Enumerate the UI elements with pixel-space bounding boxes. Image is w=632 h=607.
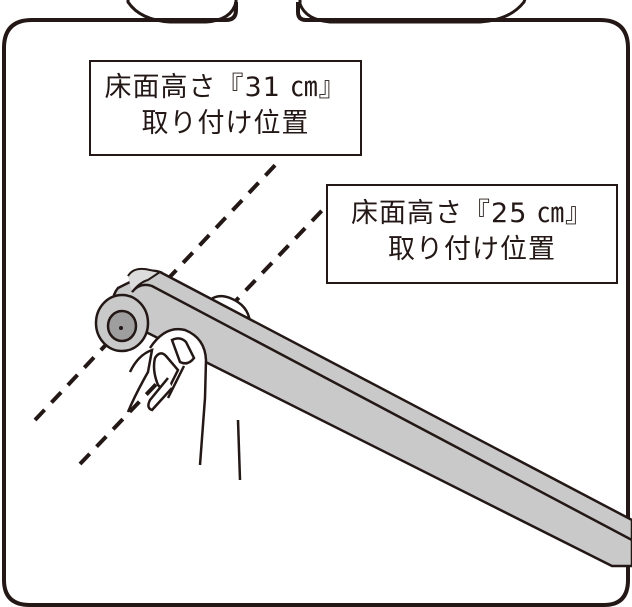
bolt-icon	[94, 293, 150, 353]
mount-plate	[126, 327, 208, 466]
label-31-line2: 取り付け位置	[141, 108, 310, 139]
label-31-line1: 床面高さ『31 ㎝』	[104, 72, 347, 103]
label-25-line1: 床面高さ『25 ㎝』	[351, 198, 593, 229]
label-height-31: 床面高さ『31 ㎝』 取り付け位置	[89, 60, 362, 156]
label-25-line2: 取り付け位置	[388, 234, 556, 265]
dashed-line-25	[78, 198, 334, 466]
lock-pin-icon	[147, 337, 196, 412]
label-height-25: 床面高さ『25 ㎝』 取り付け位置	[326, 184, 618, 284]
